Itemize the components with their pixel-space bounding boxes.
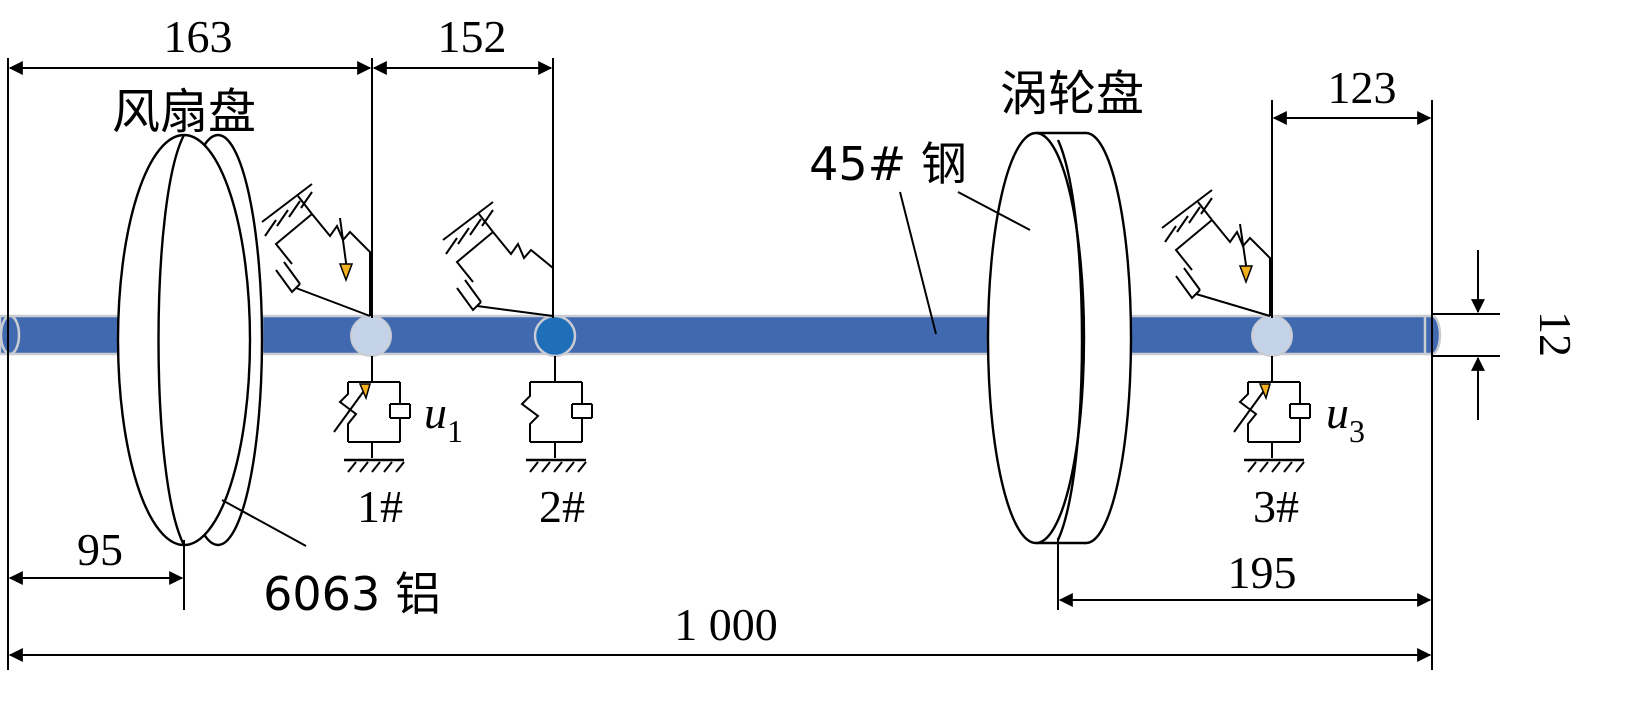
input-sub-u1: 1 <box>447 413 463 449</box>
lower-support-3 <box>1233 356 1311 473</box>
turbine-disk-front-face <box>986 131 1086 545</box>
dimension-arrows <box>8 61 1485 662</box>
turbine-disk-rim-curve <box>1056 139 1084 541</box>
turbine-disk <box>986 131 1133 545</box>
dim-163: 163 <box>164 11 233 62</box>
shaft-end-cap <box>0 314 21 356</box>
fan-disk <box>116 133 264 547</box>
label-turbine-disk: 涡轮盘 <box>1000 66 1144 122</box>
label-fan-disk: 风扇盘 <box>112 84 256 140</box>
input-label-u1: u1 <box>424 387 463 449</box>
bearing-node-2 <box>533 314 577 358</box>
leader-lines <box>221 191 1031 547</box>
extension-lines <box>7 58 1500 670</box>
lower-support-1 <box>333 356 411 473</box>
upper-support-1 <box>261 183 371 317</box>
input-label-u3: u3 <box>1326 387 1365 449</box>
input-sub-u3: 3 <box>1349 413 1365 449</box>
bearing-node-1 <box>350 315 392 357</box>
label-aluminum: 6063 铝 <box>263 567 441 621</box>
dim-152: 152 <box>438 11 507 62</box>
adjust-arrow-lower-3 <box>1258 383 1271 401</box>
fan-disk-front-face <box>116 133 252 547</box>
dim-123: 123 <box>1328 62 1397 113</box>
input-var-u3: u <box>1326 387 1349 438</box>
adjust-arrow-1 <box>338 263 354 283</box>
adjust-arrow-lower-1 <box>358 383 371 401</box>
dim-12: 12 <box>1530 311 1581 357</box>
dim-195: 195 <box>1228 547 1297 598</box>
label-steel: 45# 钢 <box>809 137 967 191</box>
bearing-node-3 <box>1251 315 1293 357</box>
dim-95: 95 <box>77 524 123 575</box>
bearing-label-2: 2# <box>539 481 585 532</box>
upper-support-3 <box>1161 189 1271 317</box>
fan-disk-inner-rim <box>157 134 186 546</box>
dim-1000: 1 000 <box>674 599 778 650</box>
bearing-label-3: 3# <box>1253 481 1299 532</box>
lower-support-2 <box>520 356 593 473</box>
input-var-u1: u <box>424 387 447 438</box>
adjust-arrow-3 <box>1238 265 1254 285</box>
bearing-label-1: 1# <box>357 481 403 532</box>
upper-support-2 <box>442 201 554 317</box>
